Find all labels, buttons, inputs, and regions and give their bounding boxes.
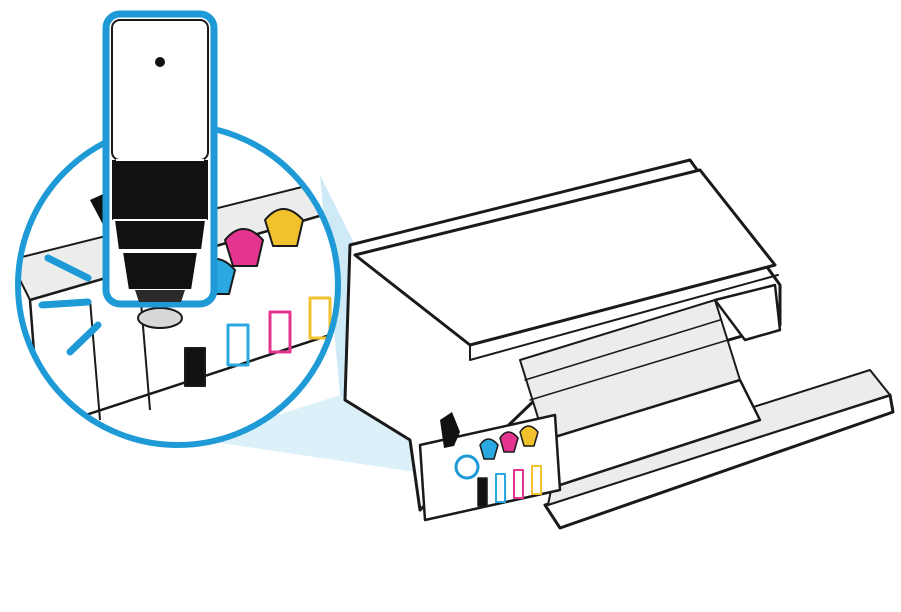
printer-bottle-small — [440, 412, 460, 448]
bottle-vent-hole — [155, 57, 165, 67]
printer-cap-cyan — [479, 438, 499, 460]
bottle-neck — [112, 219, 208, 251]
zoom-window-cyan — [226, 323, 250, 367]
zoom-tank-opening — [137, 307, 183, 329]
ink-bottle-icon — [102, 10, 218, 308]
zoom-cone-lower — [200, 395, 470, 480]
zoom-window-black — [184, 347, 206, 387]
bottle-tip — [135, 290, 185, 302]
bottle-ink — [112, 160, 208, 220]
printer-icon — [343, 158, 895, 530]
printer-lid-edge — [469, 274, 779, 361]
zoom-window-magenta — [268, 310, 292, 354]
zoom-cap-yellow — [264, 208, 304, 247]
bottle-nozzle — [120, 251, 200, 291]
printer-scanner-lid — [353, 168, 777, 347]
printer-side-panel — [713, 283, 782, 342]
printer-tank-window-black — [477, 477, 488, 507]
motion-lines-icon — [38, 254, 102, 356]
zoom-window-yellow — [308, 296, 332, 340]
printer-tank-cap-black — [454, 454, 480, 480]
zoom-cap-magenta — [224, 228, 264, 267]
printer-cap-yellow — [519, 425, 539, 447]
printer-tank-window-cyan — [495, 473, 506, 503]
printer-tank-window-yellow — [531, 465, 542, 495]
printer-cap-magenta — [499, 431, 519, 453]
bottle-body — [111, 19, 209, 161]
motion-line-3 — [66, 321, 102, 356]
motion-line-1 — [44, 254, 92, 282]
printer-paper-slot-line — [524, 319, 729, 401]
zoom-housing-side — [89, 289, 151, 421]
printer-tank-window-magenta — [513, 469, 524, 499]
motion-line-2 — [38, 298, 92, 309]
